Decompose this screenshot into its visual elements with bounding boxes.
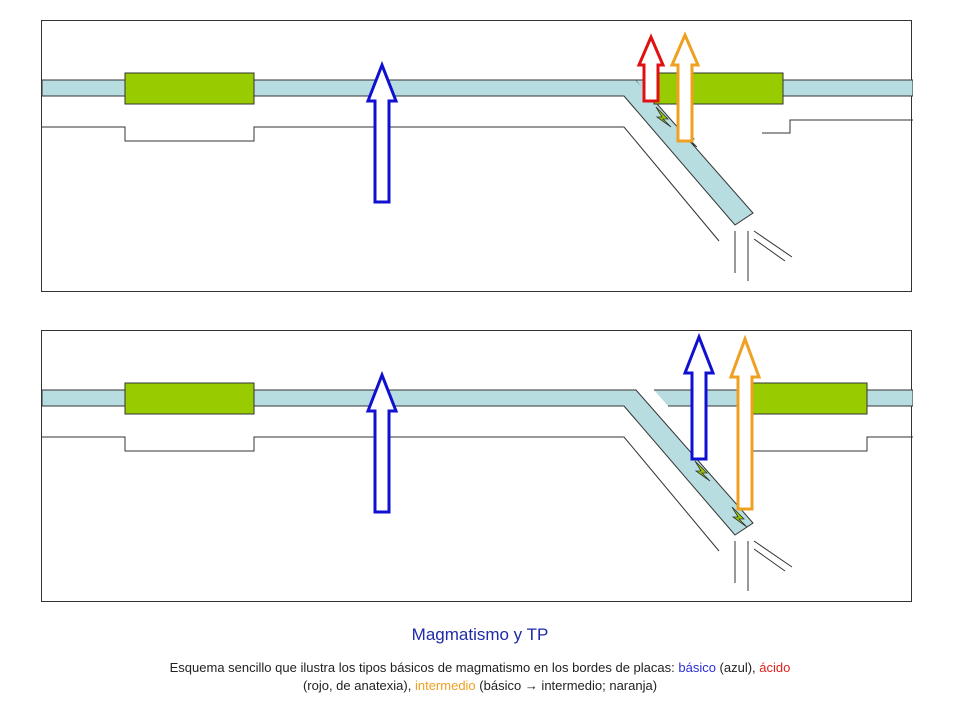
continent-right: [737, 382, 868, 415]
arrow-up-icon: [728, 334, 762, 511]
slab-lines: [734, 540, 793, 591]
oceanic-plate: [42, 389, 754, 536]
slide-title: Magmatismo y TP: [411, 625, 549, 644]
caption-text: (básico: [475, 678, 525, 693]
arrow-up-icon: [365, 370, 399, 514]
caption-basic: básico: [678, 660, 716, 675]
caption-text: intermedio; naranja): [537, 678, 658, 693]
lightning-icon: [731, 506, 748, 528]
diagram-panel-bottom: [41, 330, 913, 602]
lithosphere-base: [42, 436, 720, 552]
arrow-up-icon: [636, 33, 666, 103]
caption: Esquema sencillo que ilustra los tipos b…: [70, 659, 890, 695]
arrow-up-icon: [682, 332, 716, 461]
caption-acid: ácido: [759, 660, 791, 675]
lightning-icon: [694, 460, 711, 482]
lithosphere-base-right: [762, 119, 913, 134]
caption-intermediate: intermedio: [414, 678, 476, 693]
continent-right: [653, 72, 784, 105]
lightning-icon: [655, 106, 672, 128]
caption-text: Esquema sencillo que ilustra los tipos b…: [169, 660, 679, 675]
subduction-diagram-top: [42, 31, 913, 281]
caption-arrow-icon: →: [524, 678, 538, 693]
caption-text: (rojo, de anatexia),: [302, 678, 415, 693]
arrow-up-icon: [669, 31, 701, 143]
subduction-diagram-bottom: [42, 332, 913, 591]
lithosphere-base: [42, 126, 720, 242]
caption-text: (azul),: [715, 660, 760, 675]
continent-left: [124, 72, 255, 105]
arrow-up-icon: [365, 60, 399, 204]
slab-lines: [734, 230, 793, 281]
continent-left: [124, 382, 255, 415]
lithosphere-base-right: [742, 436, 913, 452]
diagram-panel-top: [41, 20, 913, 292]
